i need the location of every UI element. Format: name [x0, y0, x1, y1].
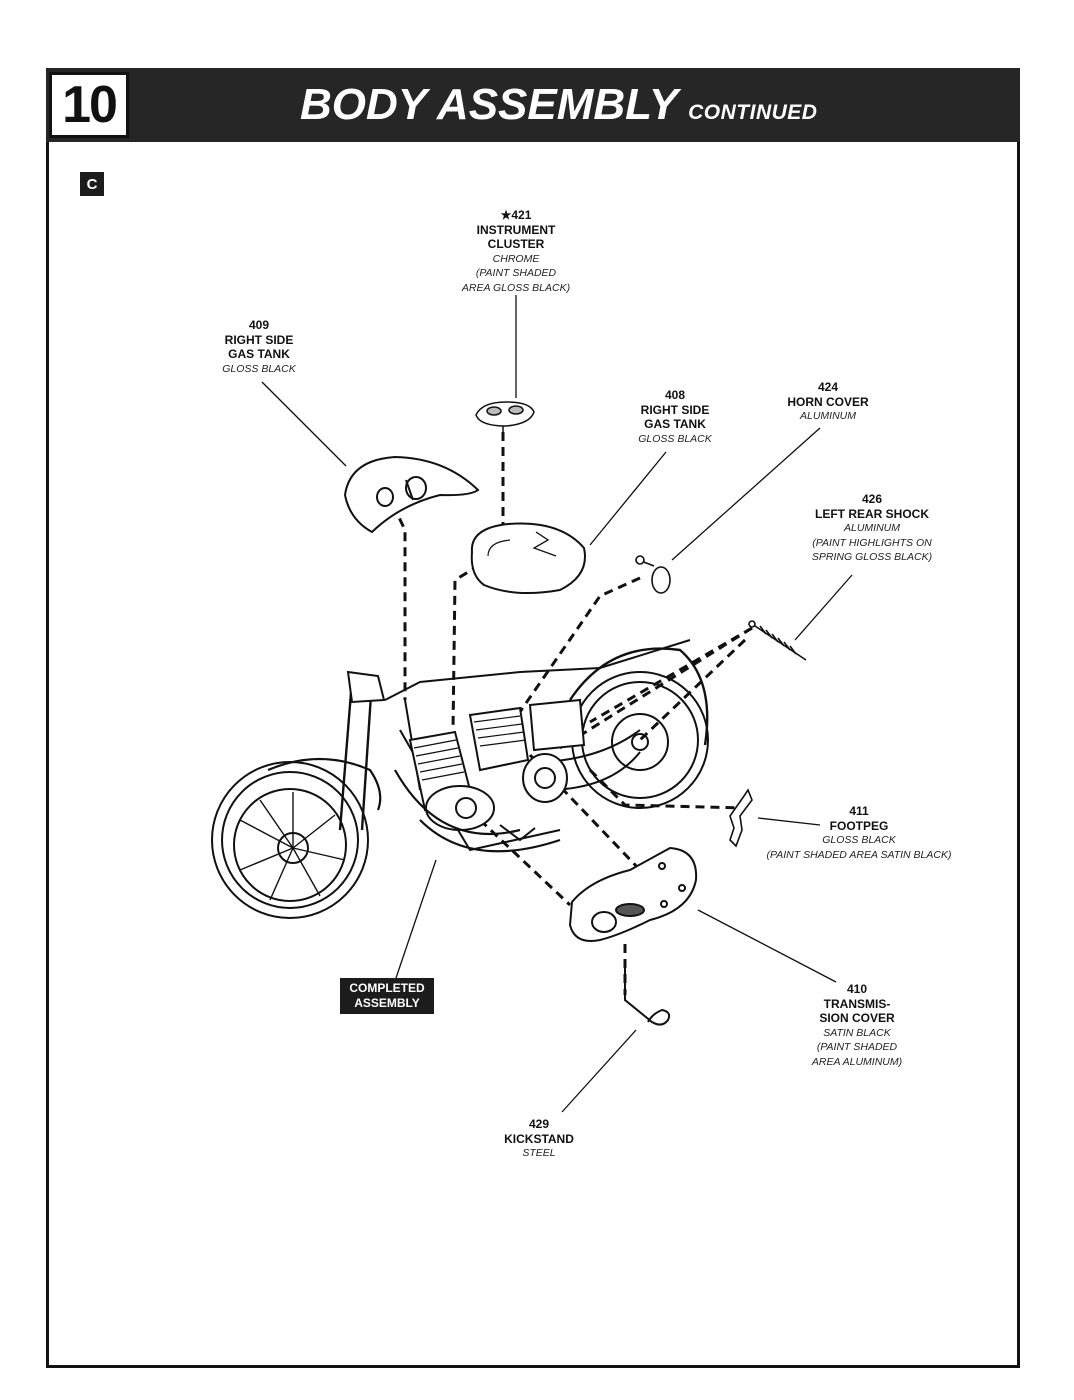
part-finish: (PAINT SHADED AREA SATIN BLACK) — [766, 848, 952, 861]
callout-gas-tank-408: 408 RIGHT SIDE GAS TANK GLOSS BLACK — [626, 388, 724, 446]
part-finish: AREA GLOSS BLACK) — [461, 281, 571, 294]
leader-transmission-cover — [697, 909, 837, 983]
callout-horn-cover: 424 HORN COVER ALUMINUM — [778, 380, 878, 424]
assembly-line: ASSEMBLY — [354, 996, 420, 1010]
part-finish: (PAINT HIGHLIGHTS ON — [812, 536, 932, 549]
completed-assembly-badge: COMPLETED ASSEMBLY — [340, 978, 434, 1014]
rear-shock-part — [748, 620, 807, 661]
part-finish: ALUMINUM — [799, 410, 856, 422]
callout-footpeg: 411 FOOTPEG GLOSS BLACK (PAINT SHADED AR… — [762, 804, 956, 862]
part-finish: ALUMINUM — [843, 522, 900, 534]
gas-tank-409-part — [343, 455, 480, 534]
callout-gas-tank-409: 409 RIGHT SIDE GAS TANK GLOSS BLACK — [210, 318, 308, 376]
callout-transmission-cover: 410 TRANSMIS- SION COVER SATIN BLACK (PA… — [806, 982, 908, 1069]
page-title: BODY ASSEMBLY CONTINUED — [300, 80, 817, 130]
part-finish: GLOSS BLACK — [822, 834, 896, 846]
part-name: TRANSMIS- — [823, 996, 891, 1011]
part-name: RIGHT SIDE — [224, 332, 294, 347]
leader-horn-cover — [671, 427, 821, 561]
part-number: 424 — [817, 380, 839, 394]
leader-completed-assembly — [395, 859, 437, 979]
part-name: RIGHT SIDE — [640, 402, 710, 417]
part-name: LEFT REAR SHOCK — [815, 506, 929, 521]
leader-kickstand — [561, 1029, 637, 1113]
sub-step-badge: C — [80, 172, 104, 196]
part-number: 426 — [861, 492, 883, 506]
part-number: 410 — [846, 982, 868, 996]
part-number: 429 — [528, 1117, 550, 1131]
title-suffix: CONTINUED — [688, 101, 818, 124]
leader-footpeg — [757, 817, 821, 826]
part-name: CLUSTER — [487, 237, 545, 251]
part-name: KICKSTAND — [504, 1131, 574, 1146]
step-number: 10 — [49, 72, 129, 138]
instrument-cluster-part — [475, 401, 535, 432]
part-finish: GLOSS BLACK — [638, 432, 712, 445]
motorcycle-assembly — [211, 639, 709, 919]
part-name: GAS TANK — [228, 347, 290, 361]
part-finish: (PAINT SHADED — [475, 267, 557, 279]
callout-instrument-cluster: ★421 INSTRUMENT CLUSTER CHROME (PAINT SH… — [458, 208, 574, 295]
gas-tank-408-part — [470, 522, 586, 594]
part-finish: SATIN BLACK — [823, 1026, 891, 1039]
part-finish: STEEL — [522, 1147, 556, 1159]
part-finish: CHROME — [492, 252, 540, 265]
part-name: HORN COVER — [787, 394, 869, 409]
part-number: 411 — [849, 804, 869, 818]
title-text: BODY ASSEMBLY — [300, 80, 679, 129]
part-name: INSTRUMENT — [476, 222, 556, 237]
leader-rear-shock — [794, 574, 853, 641]
part-name: FOOTPEG — [829, 818, 889, 833]
horn-cover-part — [635, 555, 671, 594]
part-number: ★421 — [500, 208, 532, 222]
part-number: 409 — [248, 318, 270, 332]
part-finish: GLOSS BLACK — [222, 362, 296, 375]
leader-gas-tank-408 — [589, 451, 667, 546]
part-name: SION COVER — [819, 1011, 895, 1025]
part-finish: SPRING GLOSS BLACK) — [811, 551, 933, 563]
footpeg-part — [729, 788, 753, 848]
part-finish: AREA ALUMINUM) — [811, 1055, 903, 1068]
part-finish: (PAINT SHADED — [816, 1041, 898, 1053]
callout-kickstand: 429 KICKSTAND STEEL — [494, 1117, 584, 1161]
part-number: 408 — [664, 388, 686, 402]
part-name: GAS TANK — [644, 417, 706, 431]
transmission-cover-part — [568, 846, 698, 942]
header-bar — [46, 68, 1020, 142]
completed-line: COMPLETED — [349, 981, 425, 995]
kickstand-part — [624, 968, 671, 1026]
callout-rear-shock: 426 LEFT REAR SHOCK ALUMINUM (PAINT HIGH… — [804, 492, 940, 565]
leader-gas-tank-409 — [261, 381, 347, 467]
